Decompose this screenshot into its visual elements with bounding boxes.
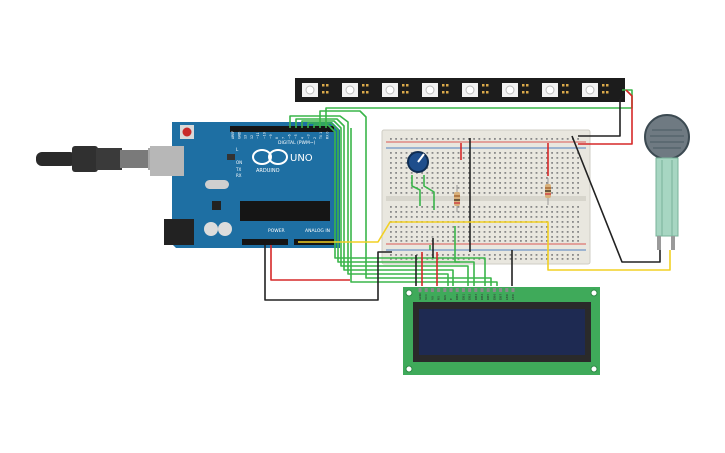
digital-header-label: DIGITAL (PWM~) xyxy=(278,140,316,146)
lcd-pin[interactable]: LED xyxy=(511,288,515,300)
digital-pin-label: ~6 xyxy=(288,134,292,139)
lcd-pin-label: DB3 xyxy=(474,294,478,300)
lcd-pin[interactable]: DB1 xyxy=(461,288,465,300)
arduino-model-label: UNO xyxy=(290,153,313,164)
digital-pin-label: ~11 xyxy=(256,132,260,139)
breadboard[interactable] xyxy=(381,129,591,265)
led-pixel xyxy=(582,83,609,97)
lcd-pin-label: LED xyxy=(505,293,509,300)
lcd-pin[interactable]: DB0 xyxy=(455,288,459,300)
lcd-pin-label: V0 xyxy=(430,296,434,300)
lcd-pin[interactable]: DB7 xyxy=(499,288,503,300)
lcd-pin[interactable]: E xyxy=(449,288,453,300)
digital-pin-label: 8 xyxy=(275,137,279,139)
lcd-pin-label: DB1 xyxy=(461,294,465,300)
resistor-icon xyxy=(454,185,460,212)
digital-pin-label: TX 1 xyxy=(319,132,323,140)
lcd-pin-label: E xyxy=(449,298,453,300)
led-pixel xyxy=(382,83,409,97)
arduino-brand-label: ARDUINO xyxy=(256,168,280,174)
led-pixel xyxy=(502,83,529,97)
lcd-pin-label: GND xyxy=(418,292,422,300)
led-pixel xyxy=(302,83,329,97)
lcd-pin[interactable]: V0 xyxy=(430,288,434,300)
neopixel-strip[interactable] xyxy=(295,78,625,102)
digital-pin-label: ~10 xyxy=(263,132,267,139)
on-led-label: ON xyxy=(236,160,242,165)
lcd-pin[interactable]: DB6 xyxy=(492,288,496,300)
lcd-pin[interactable]: RW xyxy=(443,288,447,300)
lcd-pin[interactable]: DB2 xyxy=(468,288,472,300)
digital-pin-label: RX 0 xyxy=(326,132,330,139)
lcd-pin-label: DB5 xyxy=(486,294,490,300)
lcd-pin-label: LED xyxy=(511,293,515,300)
wires xyxy=(264,89,671,301)
lcd-pin-label: DB0 xyxy=(455,294,459,300)
lcd-pin-label: RW xyxy=(443,295,447,300)
lcd-pin[interactable]: VCC xyxy=(424,288,428,300)
tx-led-label: TX xyxy=(235,167,241,172)
digital-pin-label: 12 xyxy=(250,135,254,139)
arduino-uno-board[interactable]: ARDUINO UNO DIGITAL (PWM~) POWER ANALOG … xyxy=(150,122,340,248)
lcd-pin-label: VCC xyxy=(424,294,428,300)
digital-pin-label: ~3 xyxy=(307,134,311,139)
digital-pin-label: 13 xyxy=(244,135,248,139)
l-led-label: L xyxy=(236,147,239,152)
digital-pin-label: 4 xyxy=(300,137,304,139)
digital-pin-label: 2 xyxy=(313,137,317,139)
lcd-pin[interactable]: RS xyxy=(437,288,441,300)
lcd-pin-label: DB2 xyxy=(468,294,472,300)
arduino-logo-icon xyxy=(252,149,288,165)
lcd-pin[interactable]: GND xyxy=(418,288,422,300)
led-pixel xyxy=(342,83,369,97)
led-pixel xyxy=(422,83,449,97)
lcd-pin[interactable]: LED xyxy=(505,288,509,300)
lcd-pin[interactable]: DB4 xyxy=(480,288,484,300)
resistor-icon-2 xyxy=(545,178,551,205)
lcd-screen xyxy=(419,309,585,355)
led-pixel xyxy=(542,83,569,97)
lcd-pin[interactable]: DB3 xyxy=(474,288,478,300)
power-header-label: POWER xyxy=(268,228,285,234)
lcd-pin-label: DB6 xyxy=(492,294,496,300)
digital-pin-label: AREF xyxy=(231,131,235,139)
led-pixel xyxy=(462,83,489,97)
potentiometer-icon[interactable] xyxy=(407,151,429,173)
digital-pin-label: GND xyxy=(237,131,241,139)
digital-pin-label: ~5 xyxy=(294,134,298,139)
digital-pin-label: 7 xyxy=(281,137,285,139)
lcd-pin[interactable]: DB5 xyxy=(486,288,490,300)
lcd-pin-label: RS xyxy=(437,296,441,300)
usb-cable-icon xyxy=(36,146,188,172)
force-sensor-icon[interactable] xyxy=(644,114,690,250)
atmega-chip xyxy=(240,201,330,221)
digital-pin-label: ~9 xyxy=(269,134,273,139)
lcd-pin-label: DB4 xyxy=(480,294,484,300)
rx-led-label: RX xyxy=(236,173,242,178)
analog-header-label: ANALOG IN xyxy=(305,228,330,234)
lcd-pin-label: DB7 xyxy=(499,294,503,300)
